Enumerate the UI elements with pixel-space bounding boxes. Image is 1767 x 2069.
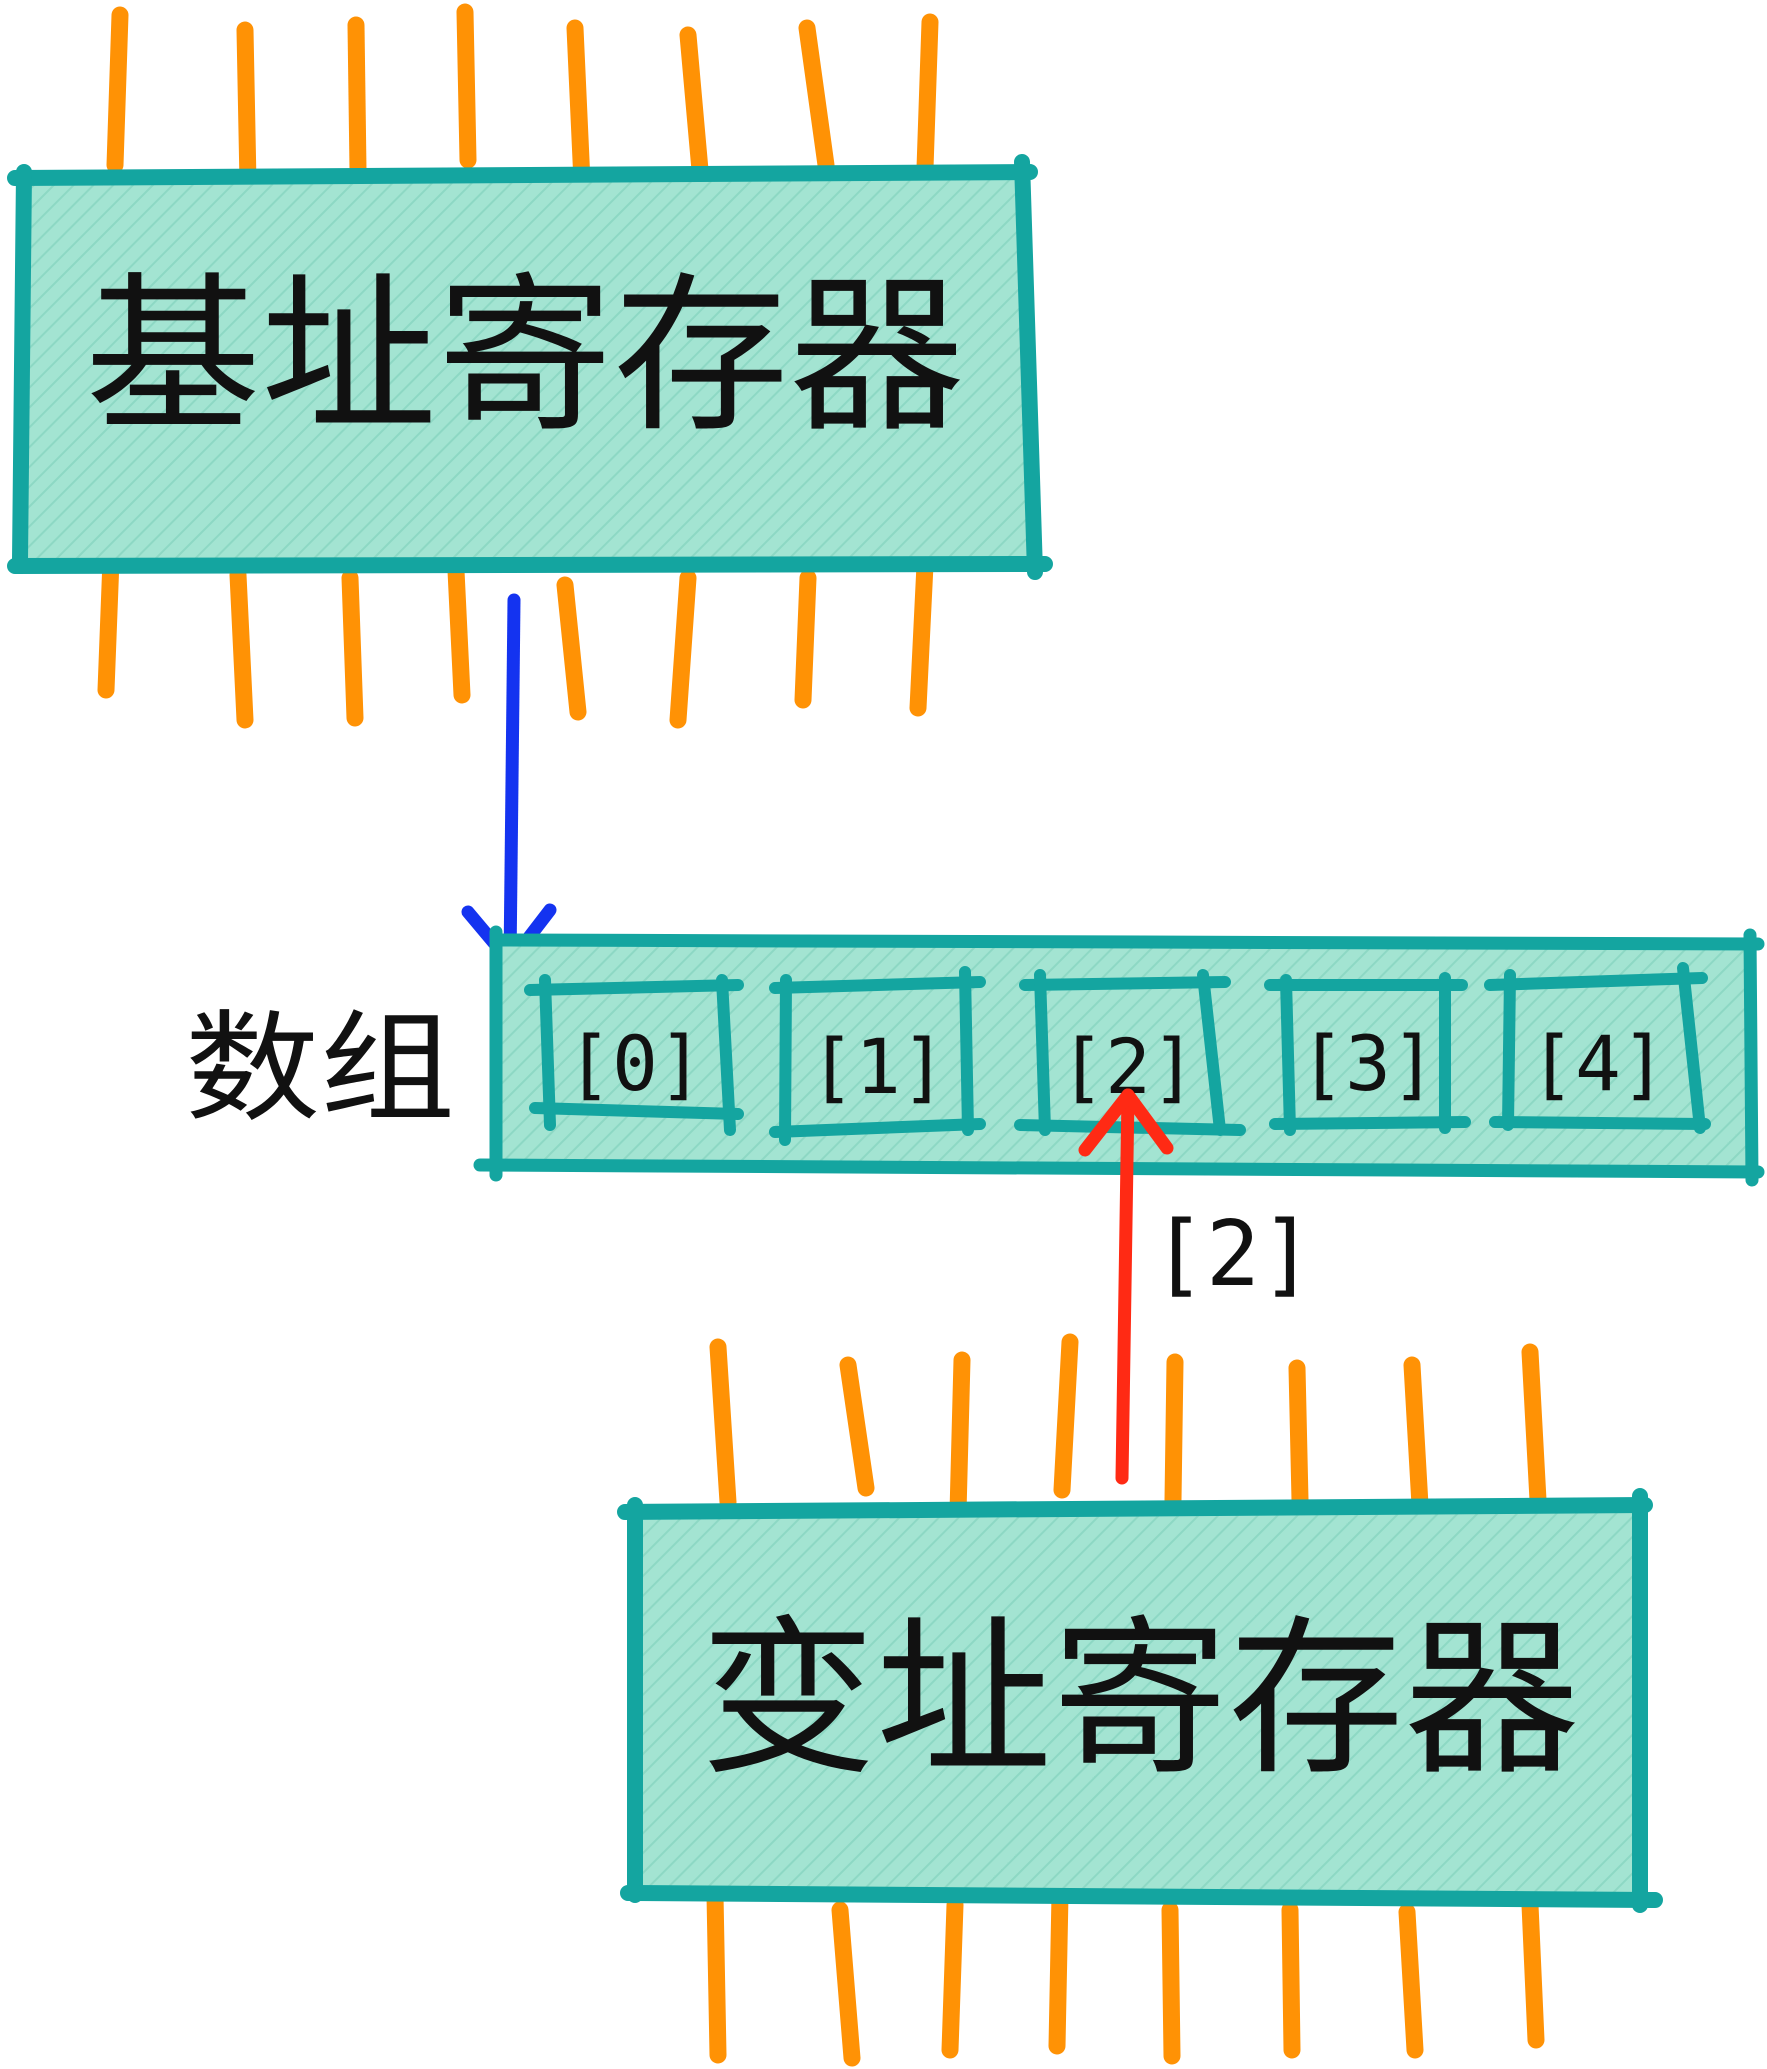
index-register-label: 变址寄存器 bbox=[700, 1601, 1580, 1799]
array-cell-label: [4] bbox=[1529, 1019, 1666, 1108]
array-cell-label: [1] bbox=[809, 1022, 946, 1111]
index-register: 变址寄存器 bbox=[617, 1333, 1663, 2067]
index-offset-label: [2] bbox=[1152, 1202, 1315, 1307]
base-address-arrow bbox=[461, 593, 557, 969]
base-register-body bbox=[28, 176, 1030, 561]
array-cell-label: [3] bbox=[1299, 1019, 1436, 1108]
base-register-bottom-pins bbox=[97, 541, 934, 729]
array-cell: [4] bbox=[1484, 962, 1711, 1134]
array: [0] [1] [2] bbox=[473, 925, 1765, 1187]
index-offset-arrow bbox=[1078, 1088, 1174, 1485]
array-cell: [1] bbox=[769, 966, 986, 1146]
base-register-top-pins bbox=[106, 3, 939, 192]
base-register-label: 基址寄存器 bbox=[85, 258, 965, 456]
array-cell: [3] bbox=[1264, 972, 1471, 1136]
index-register-bottom-pins bbox=[706, 1886, 1545, 2067]
array-cell: [0] bbox=[524, 974, 744, 1136]
base-register-border bbox=[7, 154, 1053, 580]
index-register-top-pins bbox=[709, 1333, 1547, 1521]
index-register-border bbox=[617, 1488, 1663, 1913]
array-cell-label: [0] bbox=[566, 1019, 703, 1108]
array-border bbox=[473, 925, 1765, 1187]
base-register: 基址寄存器 bbox=[7, 3, 1053, 729]
array-label: 数组 bbox=[185, 1000, 455, 1139]
index-register-body bbox=[638, 1510, 1643, 1895]
